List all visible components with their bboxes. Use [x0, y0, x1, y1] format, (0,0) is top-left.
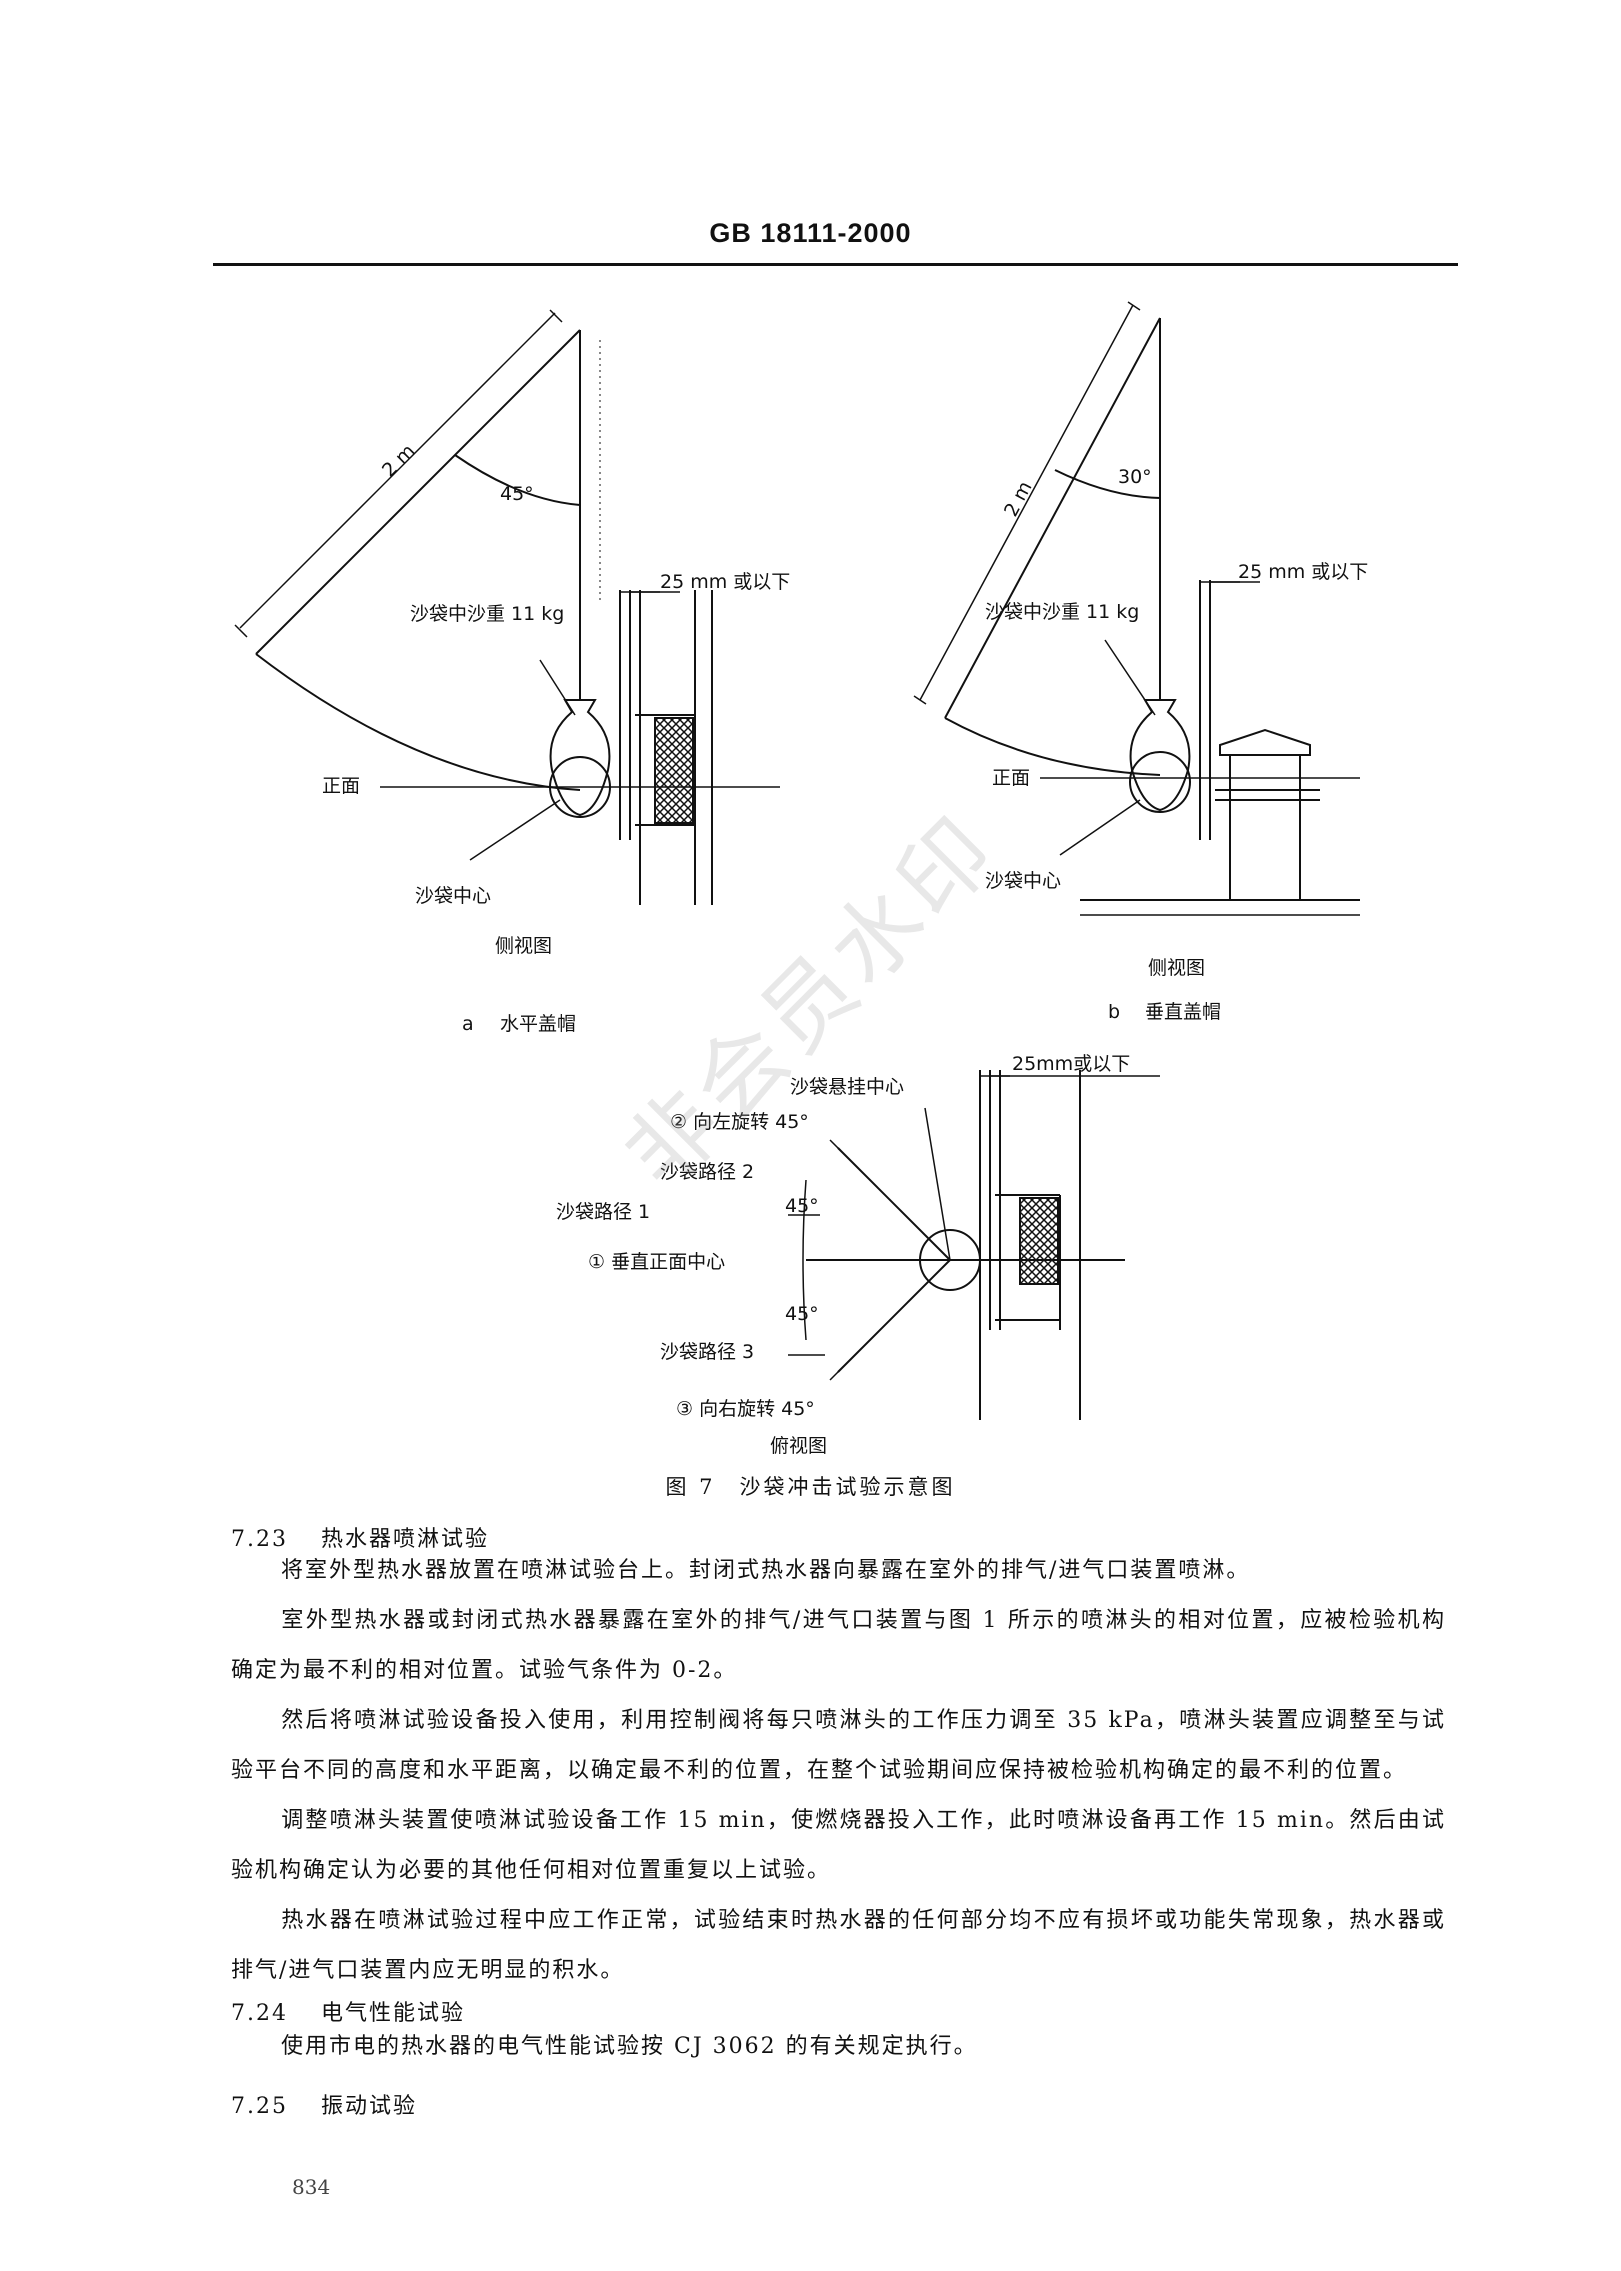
sandbag-impact-figure: 2 m 45° 25 mm 或以下 沙袋中沙重 11 kg 正面 沙袋中心 侧视…	[234, 301, 1368, 1457]
section-heading: 7.24 电气性能试验	[231, 1995, 465, 2027]
page-number: 834	[292, 2175, 331, 2199]
swing-arc-a	[255, 653, 581, 791]
caption-letter-a: a	[462, 1013, 474, 1035]
section-title: 振动试验	[320, 2094, 417, 2119]
rotate-left-label-c: ② 向左旋转 45°	[670, 1111, 809, 1133]
length-label-a: 2 m	[378, 440, 419, 481]
figure-caption: 图 7 沙袋冲击试验示意图	[665, 1475, 956, 1499]
caption-text-b: 垂直盖帽	[1145, 1001, 1221, 1023]
hatched-cap-c	[1019, 1197, 1059, 1285]
sandbag-weight-label-a: 沙袋中沙重 11 kg	[410, 603, 564, 625]
figure-c	[788, 1070, 1160, 1420]
hatched-cap-a	[654, 717, 694, 824]
caption-text-a: 水平盖帽	[500, 1013, 576, 1035]
paragraph: 将室外型热水器放置在喷淋试验台上。封闭式热水器向暴露在室外的排气/进气口装置喷淋…	[281, 1558, 1251, 1583]
path2-line-c	[837, 1147, 951, 1261]
section-number: 7.24	[231, 2001, 288, 2026]
paragraph: 然后将喷淋试验设备投入使用，利用控制阀将每只喷淋头的工作压力调至 35 kPa，…	[231, 1708, 1446, 1783]
angle-top-label-c: 45°	[785, 1195, 819, 1217]
angle-label-b: 30°	[1118, 466, 1152, 488]
paragraph: 热水器在喷淋试验过程中应工作正常，试验结束时热水器的任何部分均不应有损坏或功能失…	[231, 1908, 1446, 1983]
angle-arc-b	[1054, 469, 1161, 499]
angle-label-a: 45°	[500, 483, 534, 505]
view-label-a: 侧视图	[495, 935, 552, 957]
sandbag-a	[549, 699, 611, 817]
angle-arcs-c	[802, 1179, 807, 1341]
hang-center-label-c: 沙袋悬挂中心	[790, 1076, 904, 1098]
center-label-a: 沙袋中心	[415, 885, 491, 907]
angle-bottom-label-c: 45°	[785, 1303, 819, 1325]
section-number: 7.23	[231, 1527, 288, 1552]
header-rule	[213, 263, 1458, 266]
section-heading: 7.25 振动试验	[231, 2088, 417, 2120]
figure-b	[913, 301, 1360, 916]
view-label-c: 俯视图	[770, 1435, 827, 1457]
gap-label-a: 25 mm 或以下	[660, 571, 790, 593]
figure-a	[234, 309, 780, 905]
vertical-center-label-c: ① 垂直正面中心	[588, 1251, 725, 1273]
sandbag-weight-label-b: 沙袋中沙重 11 kg	[985, 601, 1139, 623]
front-label-a: 正面	[322, 775, 360, 797]
swing-line-b	[944, 317, 1161, 719]
length-label-b: 2 m	[1000, 478, 1037, 521]
sandbag-ball-b	[1129, 751, 1191, 813]
path2-label-c: 沙袋路径 2	[660, 1161, 754, 1183]
path3-line-c	[837, 1259, 951, 1373]
vertical-cap-b	[1219, 728, 1311, 756]
length-dimension-b	[919, 304, 1134, 701]
sandbag-b	[1129, 699, 1191, 812]
path3-label-c: 沙袋路径 3	[660, 1341, 754, 1363]
caption-letter-b: b	[1108, 1001, 1120, 1023]
section-number: 7.25	[231, 2094, 288, 2119]
section-paragraphs: 使用市电的热水器的电气性能试验按 CJ 3062 的有关规定执行。	[231, 2022, 1446, 2072]
section-heading: 7.23 热水器喷淋试验	[231, 1521, 489, 1553]
swing-arc-b	[944, 717, 1161, 776]
length-dimension-a	[239, 312, 556, 629]
view-label-b: 侧视图	[1148, 957, 1205, 979]
swing-line-a	[255, 329, 581, 655]
center-label-b: 沙袋中心	[985, 870, 1061, 892]
paragraph: 使用市电的热水器的电气性能试验按 CJ 3062 的有关规定执行。	[281, 2034, 978, 2059]
front-label-b: 正面	[992, 767, 1030, 789]
angle-arc-a	[454, 454, 581, 506]
paragraph: 调整喷淋头装置使喷淋试验设备工作 15 min，使燃烧器投入工作，此时喷淋设备再…	[231, 1808, 1446, 1883]
section-paragraphs: 将室外型热水器放置在喷淋试验台上。封闭式热水器向暴露在室外的排气/进气口装置喷淋…	[231, 1546, 1446, 1996]
section-title: 电气性能试验	[320, 2001, 465, 2026]
section-title: 热水器喷淋试验	[320, 1527, 489, 1552]
standard-header: GB 18111-2000	[709, 218, 912, 248]
gap-label-b: 25 mm 或以下	[1238, 561, 1368, 583]
gap-label-c: 25mm或以下	[1012, 1053, 1130, 1075]
paragraph: 室外型热水器或封闭式热水器暴露在室外的排气/进气口装置与图 1 所示的喷淋头的相…	[231, 1608, 1446, 1683]
rotate-right-label-c: ③ 向右旋转 45°	[676, 1398, 815, 1420]
path1-label-c: 沙袋路径 1	[556, 1201, 650, 1223]
